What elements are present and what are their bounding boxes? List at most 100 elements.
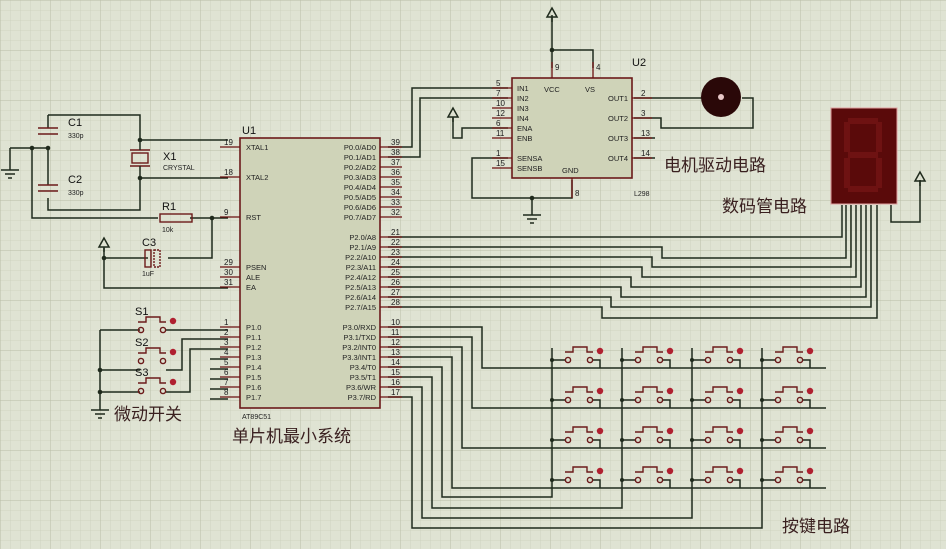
pin-number: 27 xyxy=(391,288,400,297)
keypad-key xyxy=(550,358,601,368)
button-contact-1 xyxy=(704,436,712,444)
pin-name: P2.6/A14 xyxy=(345,293,376,302)
button-contact-2 xyxy=(159,326,167,334)
label-display-circuit: 数码管电路 xyxy=(722,197,807,217)
pin-name: GND xyxy=(562,166,579,175)
pin-name: P1.0 xyxy=(246,323,261,332)
switch-s3: S3 xyxy=(135,367,177,395)
pin-name: EA xyxy=(246,283,256,292)
button-state-dot xyxy=(169,378,177,386)
button-contact-2 xyxy=(159,357,167,365)
cap-ref: C3 xyxy=(142,237,156,249)
button-state-dot xyxy=(736,427,744,435)
button-actuator xyxy=(635,466,663,473)
keypad-lead-right xyxy=(663,399,671,408)
pin-number: 21 xyxy=(391,228,400,237)
button-state-dot xyxy=(596,467,604,475)
junction-dot xyxy=(550,478,554,482)
pin-number: 15 xyxy=(496,159,505,168)
pin-name: P2.5/A13 xyxy=(345,283,376,292)
keypad-lead-right xyxy=(663,479,671,488)
pin-number: 31 xyxy=(224,278,233,287)
button-ref: S1 xyxy=(135,306,148,318)
junction-dot xyxy=(29,145,35,151)
pin-number: 11 xyxy=(391,328,400,337)
pin-name: P3.3/INT1 xyxy=(342,353,376,362)
keypad-button-r4c4 xyxy=(774,466,814,484)
pin-number: 7 xyxy=(496,89,501,98)
power-icon-vcc xyxy=(545,6,559,22)
button-contact-1 xyxy=(774,396,782,404)
pin-name: P0.5/AD5 xyxy=(344,193,376,202)
keypad-key xyxy=(690,478,741,488)
pin-name: P3.4/T0 xyxy=(350,363,376,372)
button-contact-2 xyxy=(586,436,594,444)
pin-number: 24 xyxy=(391,258,400,267)
pin-number: 18 xyxy=(224,168,233,177)
button-state-dot xyxy=(806,387,814,395)
pin-number: 39 xyxy=(391,138,400,147)
u1-body xyxy=(239,137,381,409)
chip-u1: U1AT89C5119XTAL118XTAL29RST29PSEN30ALE31… xyxy=(220,125,402,421)
button-contact-1 xyxy=(137,387,145,395)
junction-dot xyxy=(137,137,143,143)
button-state-dot xyxy=(666,387,674,395)
button-actuator xyxy=(705,426,733,433)
power-icon-ea xyxy=(97,236,111,252)
button-state-dot xyxy=(736,387,744,395)
pin-name: XTAL2 xyxy=(246,173,268,182)
junction-dot xyxy=(760,398,764,402)
button-contact-2 xyxy=(796,396,804,404)
ground-icon-switches xyxy=(91,409,109,419)
button-contact-2 xyxy=(656,436,664,444)
pin-name: ENB xyxy=(517,134,532,143)
button-state-dot xyxy=(736,467,744,475)
pin-number: 8 xyxy=(224,388,229,397)
button-actuator xyxy=(565,346,593,353)
pin-number: 32 xyxy=(391,208,400,217)
keypad-button-r2c3 xyxy=(704,386,744,404)
keypad-key xyxy=(550,478,601,488)
pin-number: 12 xyxy=(496,109,505,118)
button-contact-2 xyxy=(726,356,734,364)
cap-ref: C1 xyxy=(68,117,82,129)
keypad-key xyxy=(620,478,671,488)
button-contact-2 xyxy=(586,396,594,404)
pin-name: PSEN xyxy=(246,263,266,272)
button-actuator xyxy=(635,426,663,433)
pin-name: OUT3 xyxy=(608,134,628,143)
keypad-key xyxy=(690,438,741,448)
pin-name: P1.5 xyxy=(246,373,261,382)
keypad-key xyxy=(760,438,811,448)
u1-part: AT89C51 xyxy=(242,414,271,421)
keypad-key xyxy=(550,438,601,448)
keypad-button-r4c2 xyxy=(634,466,674,484)
button-contact-1 xyxy=(774,436,782,444)
button-contact-2 xyxy=(796,356,804,364)
keypad-button-r1c2 xyxy=(634,346,674,364)
pin-name: P2.7/A15 xyxy=(345,303,376,312)
label-mcu-system: 单片机最小系统 xyxy=(232,427,351,447)
pin-name: P3.7/RD xyxy=(348,393,377,402)
pin-name: SENSA xyxy=(517,154,542,163)
junction-dot xyxy=(620,478,624,482)
pin-number: 9 xyxy=(224,208,229,217)
keypad-button-r2c4 xyxy=(774,386,814,404)
pin-name: VCC xyxy=(544,85,560,94)
pin-name: P2.1/A9 xyxy=(349,243,376,252)
pin-number: 10 xyxy=(496,99,505,108)
pin-number: 13 xyxy=(391,348,400,357)
pin-name: P2.0/A8 xyxy=(349,233,376,242)
